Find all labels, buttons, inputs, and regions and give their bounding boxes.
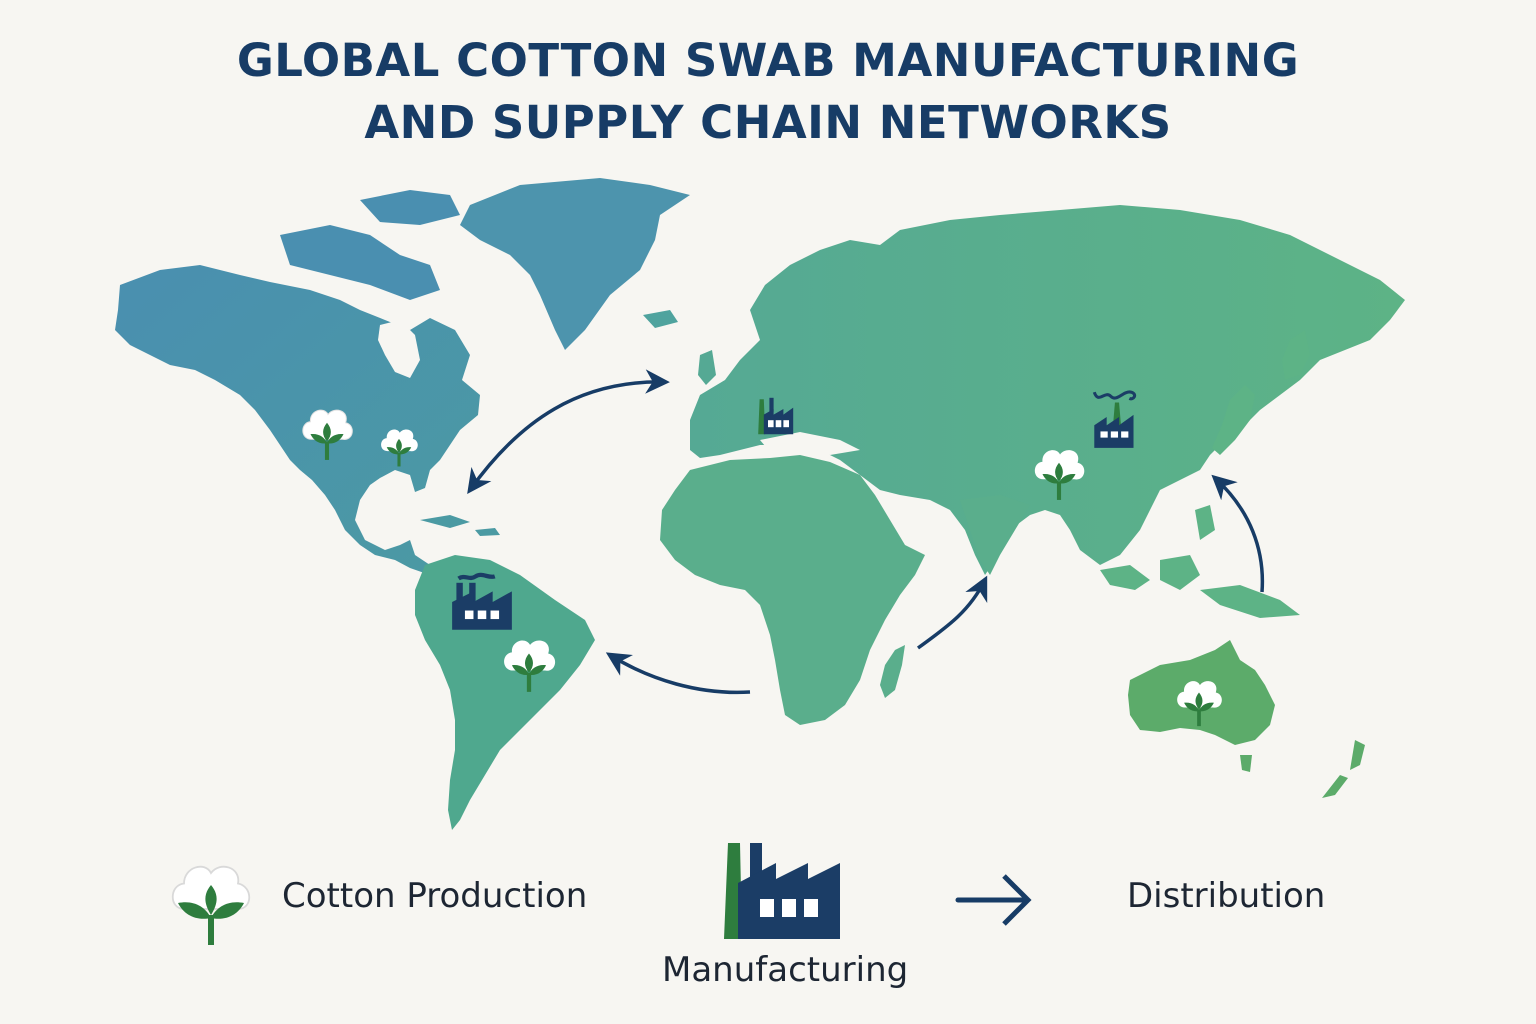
cotton-boll-icon: [504, 640, 556, 692]
legend-label-cotton-production: Cotton Production: [282, 876, 588, 916]
greenland: [460, 178, 690, 350]
cotton-boll-icon: [302, 409, 353, 460]
india: [960, 495, 1030, 575]
southeast-asia-islands: [1100, 505, 1300, 618]
legend-label-manufacturing: Manufacturing: [662, 950, 909, 990]
flow-arrow-africa-south-america: [605, 652, 751, 695]
mediterranean: [760, 432, 860, 455]
eurasia: [690, 205, 1405, 575]
madagascar: [880, 645, 905, 698]
page-title: GLOBAL COTTON SWAB MANUFACTURING AND SUP…: [0, 30, 1536, 154]
cotton-boll-icon: [1034, 450, 1085, 500]
cotton-boll-icon: [1177, 681, 1222, 727]
new-zealand: [1322, 740, 1365, 798]
title-line-2: AND SUPPLY CHAIN NETWORKS: [364, 96, 1172, 149]
caribbean: [420, 515, 500, 536]
japan: [1212, 385, 1255, 455]
arctic-islands: [280, 190, 460, 300]
british-isles: [698, 350, 716, 385]
cotton-boll-icon: [171, 865, 251, 945]
flow-arrow-north-america-europe: [467, 369, 670, 494]
flow-arrow-asia-pacific: [1211, 474, 1265, 593]
cotton-boll-icon: [381, 429, 418, 467]
arrow-right-icon: [955, 874, 1032, 926]
iceland: [643, 310, 678, 328]
title-line-1: GLOBAL COTTON SWAB MANUFACTURING: [236, 34, 1300, 87]
flow-arrow-east-africa-india: [916, 575, 988, 650]
factory-icon: [724, 843, 840, 939]
kamchatka: [1282, 330, 1310, 380]
hudson-bay: [378, 320, 420, 378]
africa: [660, 455, 925, 725]
tasmania: [1240, 755, 1252, 772]
legend-label-distribution: Distribution: [1127, 876, 1326, 916]
factory-icon: [758, 397, 794, 435]
factory-icon: [452, 572, 512, 630]
factory-icon: [1092, 390, 1137, 448]
